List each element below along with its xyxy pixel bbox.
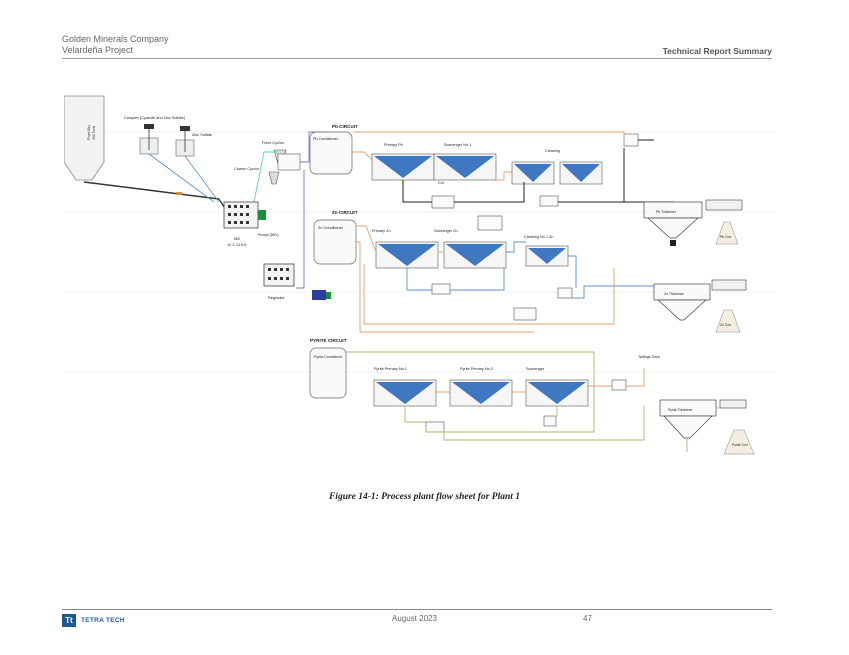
scavenger-no1-label: Scavenger No.1 [444,143,471,147]
project-name: Velardeña Project [62,45,134,55]
logo-text: TETRA TECH [81,617,125,624]
ball-mill: Mill 10 X 12.5 ft Pumps (BKV) [223,201,279,247]
pb-conditioner-label: Pb Conditioner [313,137,339,141]
conveyor-belt [83,181,220,200]
zn-thickener-label: Zn Thickener [664,292,685,296]
pb-con-label: Pb Con [720,235,731,239]
zn-con-label: Zn Con [720,323,731,327]
fines-bin-capacity: 400 Tons [92,126,96,140]
regrinder-label: Regrinder [268,296,285,300]
pb-sump [431,195,455,209]
mill-size: 10 X 12.5 ft [227,243,247,247]
primary-zn-label: Primary Zn [372,229,391,233]
zn-flotation-cells [375,241,569,269]
scavenger-label: Scavenger [526,367,545,371]
mill-label: Mill [234,237,240,241]
cleaning-zn-label: Cleaning No.1 Zn [524,235,554,239]
coarse-cyclon-label: Coarse Cyclon [234,167,259,171]
pb-circuit-title: Pb CIRCUIT [332,124,358,129]
fines-bin: Fines Bin 400 Tons [64,95,105,181]
reagent-tanks: Complex (Cyanide and Zinc Sulfate) Zinc … [124,116,220,203]
logo-mark: Tt [62,614,76,627]
flow-sheet-figure: Fines Bin 400 Tons Complex (Cyanide and … [64,92,776,460]
zn-concentrate-pile [715,309,741,333]
flow-sheet-diagram: Fines Bin 400 Tons Complex (Cyanide and … [64,95,776,455]
belt-feeder [176,192,182,195]
pyrite-con-label: Pyrite Con [732,443,748,447]
pyrite-conditioner [309,347,347,399]
pb-tank [477,215,503,231]
pb-thickener-label: Pb Thickener [656,210,677,214]
company-name: Golden Minerals Company [62,34,169,44]
pyrite-thickener-label: Pyrite Thickener [668,408,693,412]
pyrite-primary-2-label: Pyrite Primary No.2 [460,367,493,371]
tetra-tech-logo: Tt TETRA TECH [62,614,125,627]
zn-thickener: Zn Thickener [653,283,711,321]
fines-cyclon-label: Fines Cyclon [262,141,284,145]
cleaning-label: Cleaning [545,149,560,153]
cyclone-box [277,153,301,171]
pumps-label: Pumps (BKV) [258,233,279,237]
pyrite-thickener: Pyrite Thickener [659,399,717,439]
page-number: 47 [583,614,592,623]
report-type: Technical Report Summary [662,46,772,56]
regrinder: Regrinder [263,263,331,300]
zn-conditioner-label: Zn Conditioner [318,226,344,230]
zinc-sulfate-label: Zinc Sulfate [192,133,212,137]
complex-reagent-label: Complex (Cyanide and Zinc Sulfate) [124,116,186,120]
pyrite-conditioner-label: Pyrite Conditioner [314,355,343,359]
pyrite-circuit-title: PYRITE CIRCUIT [310,338,347,343]
fines-bin-label: Fines Bin [87,125,91,140]
report-header: Golden Minerals Company Velardeña Projec… [62,34,169,56]
pb-conditioner [309,131,353,175]
scavenger-zn-label: Scavenger Zn [434,229,458,233]
header-divider [62,58,772,59]
pyrite-concentrate-pile [723,429,755,455]
coarse-cyclone [268,171,280,185]
col-label: Col [438,181,444,185]
report-date: August 2023 [392,614,437,623]
zn-circuit-title: Zn CIRCUIT [332,210,358,215]
pb-concentrate-pile [715,221,739,245]
figure-caption: Figure 14-1: Process plant flow sheet fo… [328,492,521,502]
tailings-dam-label: Tailings Dam [638,355,660,359]
pyrite-primary-1-label: Pyrite Primary No.1 [374,367,407,371]
pyrite-flotation-cells [373,379,589,407]
footer-divider [62,609,772,610]
pb-thickener: Pb Thickener [643,201,703,246]
pb-flotation-cells [371,153,603,185]
primary-pb-label: Primary Pb [384,143,403,147]
